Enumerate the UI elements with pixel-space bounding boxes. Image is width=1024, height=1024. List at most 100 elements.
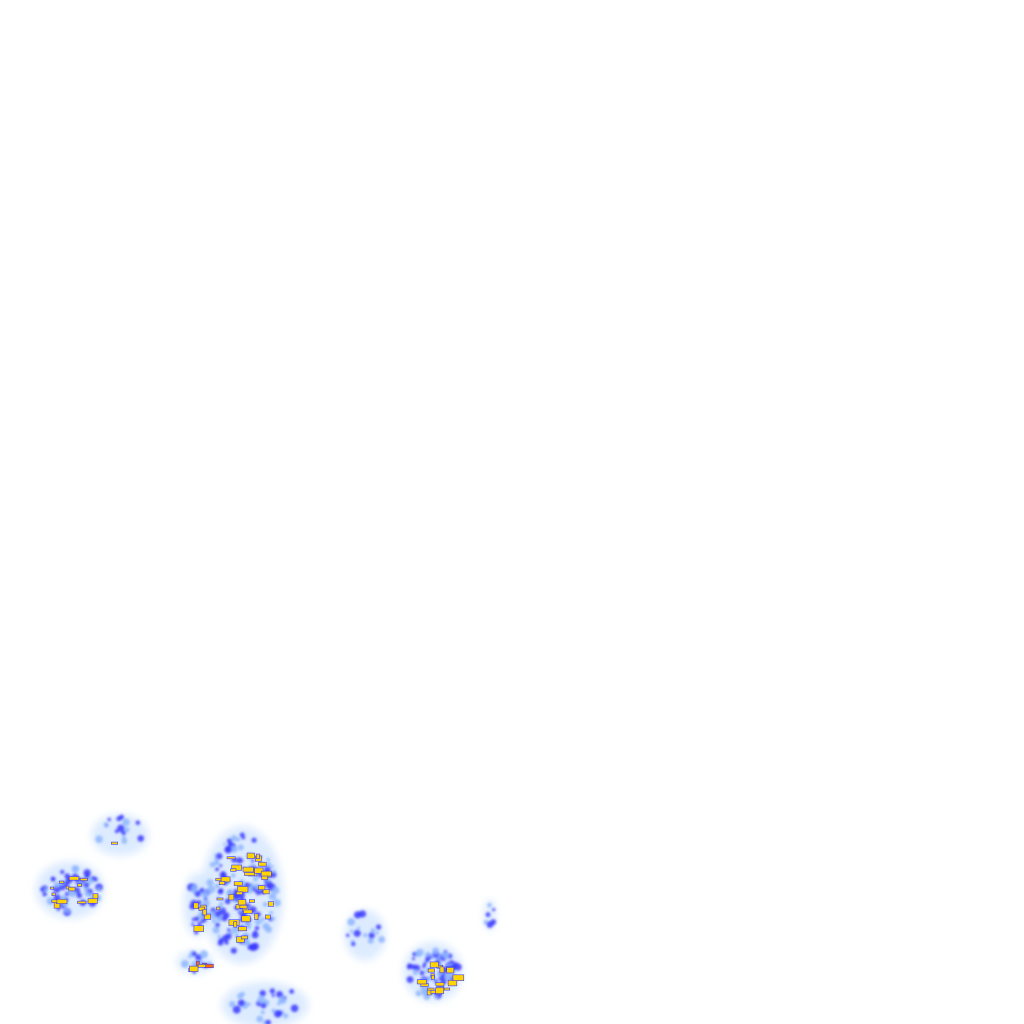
cluster-left-blue-mark (40, 887, 45, 892)
cluster-center-large-blue-mark (214, 883, 220, 889)
cluster-center-large-blue-mark (219, 864, 223, 868)
cluster-left-blue-mark (60, 869, 65, 875)
cluster-bottom-blue-mark (278, 996, 286, 1004)
strand-middle-blue-mark (351, 941, 356, 947)
cluster-center-lower-blue-mark (188, 954, 192, 959)
cluster-left-blue-mark (76, 892, 83, 899)
strand-middle-blue-mark (358, 910, 367, 918)
cluster-center-large-blue-mark (231, 925, 240, 934)
cluster-right-hot-mark (443, 987, 450, 991)
cluster-center-large-hot-mark (237, 886, 249, 893)
cluster-left-blue-mark (97, 887, 101, 891)
cluster-center-large-hot-mark (242, 866, 254, 873)
cluster-center-large-blue-mark (217, 934, 221, 939)
cluster-center-large-blue-mark (266, 857, 270, 862)
cluster-center-large-blue-mark (211, 918, 217, 924)
cluster-center-small-blue-mark (194, 916, 200, 922)
cluster-left-hot-mark (51, 892, 56, 896)
cluster-right-hot-mark (427, 968, 435, 973)
cluster-left-upper-blue-mark (116, 816, 122, 822)
cluster-center-large-blue-mark (212, 926, 220, 934)
cluster-center-small-blue-mark (197, 921, 202, 927)
cluster-left-hot-mark (79, 878, 88, 881)
cluster-center-lower-hot-mark (204, 963, 214, 969)
cluster-left-blue-mark (87, 878, 94, 884)
cluster-bottom-blue-mark (260, 1010, 265, 1015)
cluster-center-large-blue-mark (227, 928, 231, 932)
cluster-right-blue-mark (442, 951, 450, 960)
cluster-left-blue-mark (46, 897, 54, 905)
cluster-center-lower-hot-mark (197, 964, 206, 968)
cluster-right-blue-mark (434, 979, 438, 984)
cluster-right-blue-mark (412, 969, 419, 976)
cluster-center-large-hot-mark (249, 899, 255, 903)
cluster-right-blue-mark (415, 990, 422, 997)
cluster-center-large-blue-mark (249, 943, 258, 952)
cluster-left-upper-blue-mark (122, 818, 130, 827)
cluster-center-large-blue-mark (215, 867, 219, 871)
cluster-right-hot-mark (446, 967, 455, 974)
cluster-center-large-blue-mark (252, 876, 259, 882)
strand-middle-blue-mark (370, 928, 376, 933)
cluster-right-hot-mark (447, 979, 458, 987)
cluster-center-large-blue-mark (262, 902, 268, 907)
cluster-left-blue-mark (92, 876, 98, 882)
cluster-left-upper-blue-mark (114, 829, 119, 834)
cluster-left-hot-mark (87, 898, 98, 904)
cluster-center-large-blue-mark (234, 898, 238, 903)
cluster-center-large-blue-mark (270, 865, 274, 869)
cluster-center-large-blue-mark (218, 888, 224, 894)
cluster-right-blue-mark (434, 995, 439, 999)
cluster-left-hot-mark (68, 876, 80, 881)
cluster-left-blue-mark (53, 881, 60, 888)
cluster-right-hot-mark (452, 974, 465, 982)
cluster-right-blue-mark (444, 973, 453, 982)
cluster-bottom-blue-mark (276, 991, 283, 998)
cluster-left-blue-mark (52, 885, 61, 893)
cluster-center-small-blue-mark (194, 890, 201, 897)
cluster-left-hot-mark (49, 886, 55, 890)
cluster-center-large-blue-mark (272, 886, 280, 895)
cluster-center-large-hot-mark (239, 904, 248, 909)
cluster-center-large-blue-mark (239, 858, 244, 862)
cluster-center-large-blue-mark (273, 899, 281, 907)
cluster-right-blue-mark (425, 951, 431, 958)
cluster-right-blue-mark (406, 976, 414, 984)
cluster-right-hot-mark (429, 961, 439, 968)
cluster-left-upper-blue-mark (103, 822, 109, 828)
cluster-center-small-hot-mark (193, 925, 204, 932)
cluster-center-large-hot-mark (235, 891, 243, 895)
cluster-center-large-blue-mark (224, 845, 232, 854)
strand-middle-blue-mark (346, 933, 350, 937)
cluster-center-large-hot-mark (267, 901, 274, 907)
cluster-bottom-blue-mark (232, 1005, 241, 1014)
cluster-bottom-blue-mark (277, 1010, 283, 1016)
cluster-right-hot-mark (435, 982, 445, 987)
cluster-center-large-hot-mark (226, 856, 236, 860)
cluster-left-upper-hot-mark (111, 841, 118, 845)
cluster-center-large-hot-mark (246, 852, 255, 859)
cluster-left-blue-mark (42, 891, 47, 897)
cluster-center-large-blue-mark (230, 947, 237, 954)
cluster-center-lower-hot-mark (189, 965, 199, 972)
strand-middle-blue-mark (362, 932, 368, 938)
cluster-bottom-blue-mark (265, 1019, 271, 1024)
strand-right-blue-mark (486, 921, 494, 928)
cluster-center-large-blue-mark (259, 890, 264, 894)
cluster-center-large-blue-mark (207, 885, 216, 894)
cluster-left-blue-mark (95, 883, 103, 892)
cluster-center-large-hot-mark (215, 877, 222, 882)
cluster-center-small-hot-mark (198, 906, 205, 911)
cluster-center-large-hot-mark (241, 915, 251, 923)
cluster-center-large-blue-mark (230, 873, 236, 878)
cluster-center-large-hot-mark (233, 921, 238, 928)
cluster-right-hot-mark (430, 989, 437, 994)
cluster-center-large-hot-mark (258, 885, 266, 891)
cluster-center-large-blue-mark (229, 845, 238, 853)
cluster-center-large-hot-mark (231, 864, 242, 871)
cluster-left-blue-mark (84, 891, 91, 897)
cluster-left-hot-mark (92, 893, 99, 900)
cluster-center-small-blue-mark (190, 884, 199, 893)
heatmap-hot-layer (49, 841, 465, 996)
cluster-right-hot-mark (435, 987, 444, 994)
